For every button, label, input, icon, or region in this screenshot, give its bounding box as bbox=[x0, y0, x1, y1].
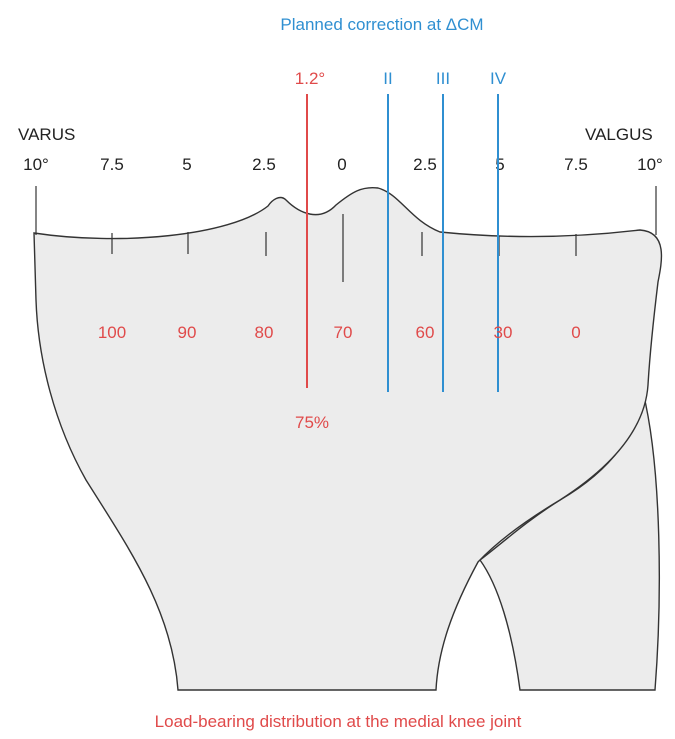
angle-tick-labels: 10° 7.5 5 2.5 0 2.5 5 7.5 10° bbox=[23, 155, 663, 174]
diagram-title: Planned correction at ΔCM bbox=[280, 15, 483, 34]
correction-label-iii: III bbox=[436, 69, 450, 88]
angle-tick-label: 0 bbox=[337, 155, 346, 174]
correction-label-ii: II bbox=[383, 69, 392, 88]
load-value: 70 bbox=[334, 323, 353, 342]
angle-tick-label: 5 bbox=[495, 155, 504, 174]
current-load-label: 75% bbox=[295, 413, 329, 432]
load-value: 30 bbox=[494, 323, 513, 342]
load-value: 100 bbox=[98, 323, 126, 342]
load-value: 90 bbox=[178, 323, 197, 342]
load-value: 0 bbox=[571, 323, 580, 342]
correction-label-iv: IV bbox=[490, 69, 507, 88]
angle-tick-label: 10° bbox=[23, 155, 49, 174]
angle-tick-label: 7.5 bbox=[100, 155, 124, 174]
footer-caption: Load-bearing distribution at the medial … bbox=[155, 712, 522, 731]
angle-tick-label: 2.5 bbox=[252, 155, 276, 174]
current-angle-label: 1.2° bbox=[295, 69, 325, 88]
angle-tick-label: 2.5 bbox=[413, 155, 437, 174]
load-value: 60 bbox=[416, 323, 435, 342]
angle-tick-label: 10° bbox=[637, 155, 663, 174]
varus-label: VARUS bbox=[18, 125, 75, 144]
valgus-label: VALGUS bbox=[585, 125, 653, 144]
angle-tick-label: 7.5 bbox=[564, 155, 588, 174]
load-value: 80 bbox=[255, 323, 274, 342]
angle-tick-label: 5 bbox=[182, 155, 191, 174]
